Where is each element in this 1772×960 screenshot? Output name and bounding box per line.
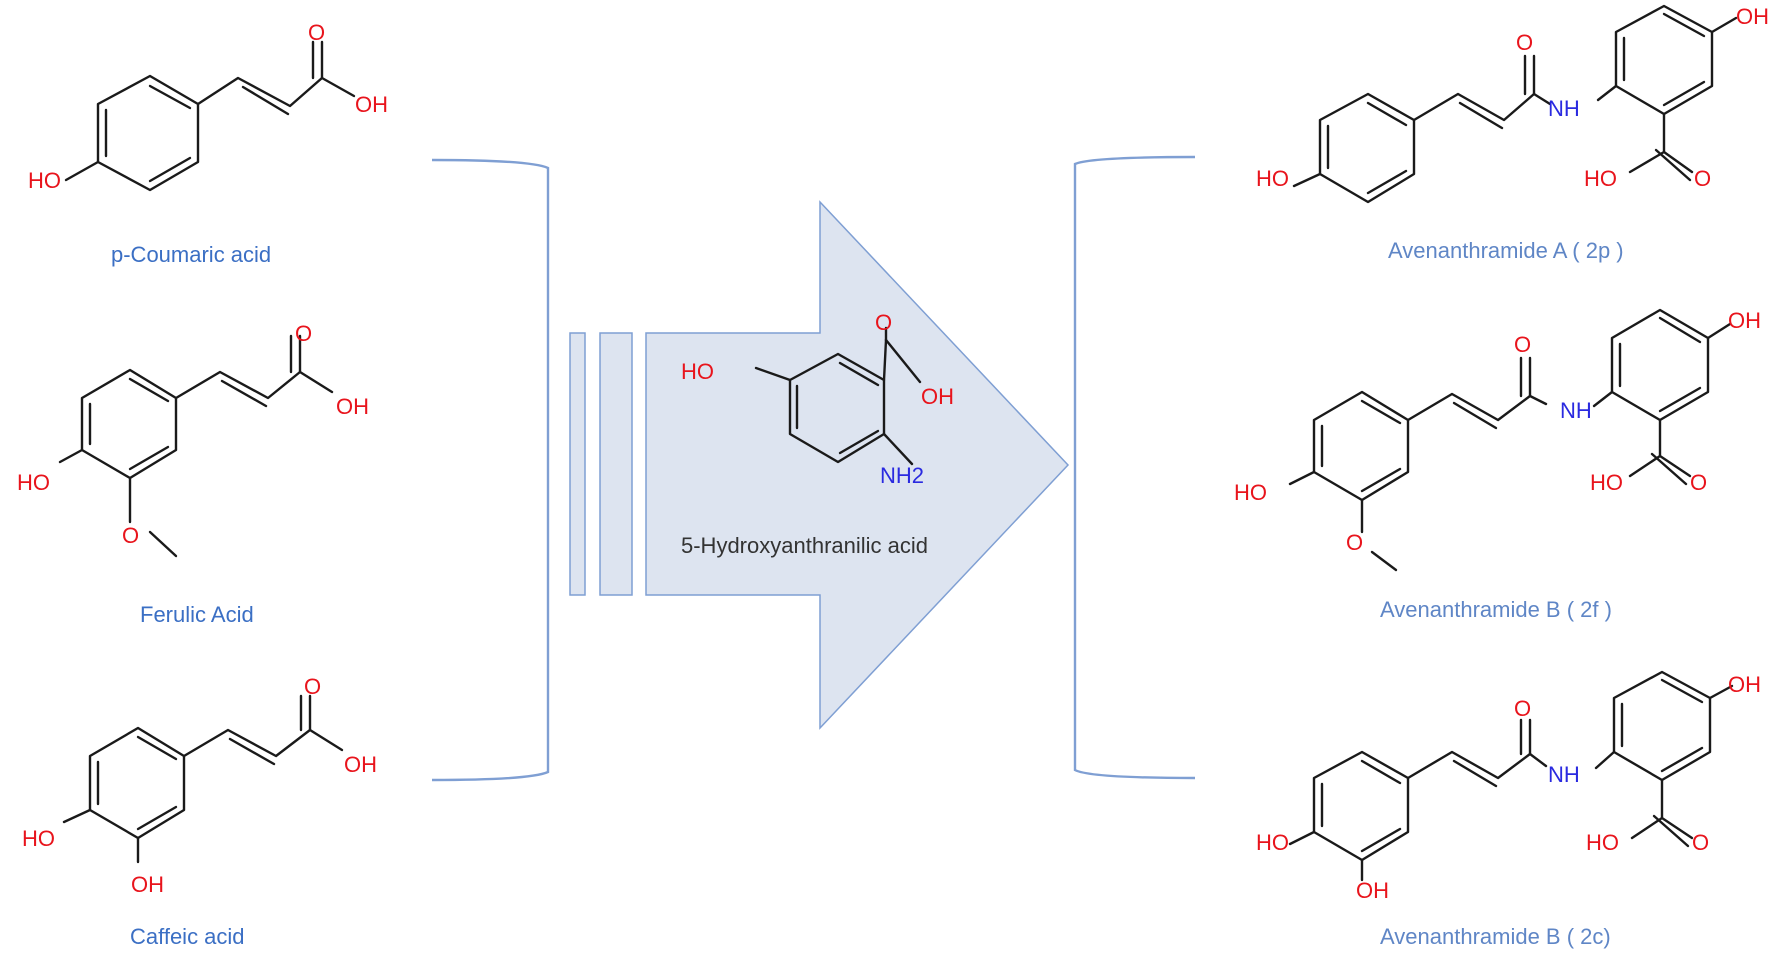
reactant-1-structure: O OH HO xyxy=(28,20,388,193)
atom-oh-2: OH xyxy=(1356,878,1389,903)
atom-ho: HO xyxy=(17,470,50,495)
atom-o-carbonyl: O xyxy=(1694,166,1711,191)
reactant-2-name: Ferulic Acid xyxy=(140,602,254,627)
atom-ho: HO xyxy=(681,359,714,384)
atom-ho-ring: HO xyxy=(1234,480,1267,505)
atom-ho: HO xyxy=(1590,470,1623,495)
atom-nh: NH xyxy=(1548,96,1580,121)
atom-ho-ring: HO xyxy=(1256,830,1289,855)
atom-oh: OH xyxy=(1728,308,1761,333)
atom-ho-ring: HO xyxy=(1256,166,1289,191)
product-3-name: Avenanthramide B ( 2c) xyxy=(1380,924,1611,949)
reactant-1-name: p-Coumaric acid xyxy=(111,242,271,267)
product-2-name: Avenanthramide B ( 2f ) xyxy=(1380,597,1612,622)
product-1-structure: O NH OH HO O HO xyxy=(1256,4,1769,204)
arrow-stripe-2 xyxy=(599,332,633,596)
arrow-stripe-1 xyxy=(569,332,586,596)
atom-nh: NH xyxy=(1560,398,1592,423)
atom-oh: OH xyxy=(1736,4,1769,29)
atom-o: O xyxy=(1514,332,1531,357)
product-2-structure: O NH OH HO O HO O xyxy=(1234,308,1761,572)
atom-ho: HO xyxy=(1586,830,1619,855)
atom-oh: OH xyxy=(921,384,954,409)
atom-o: O xyxy=(308,20,325,45)
product-bracket xyxy=(1073,155,1196,780)
atom-oh: OH xyxy=(336,394,369,419)
reagent-name: 5-Hydroxyanthranilic acid xyxy=(681,533,928,558)
atom-nh2: NH2 xyxy=(880,463,924,488)
reactant-3-name: Caffeic acid xyxy=(130,924,245,949)
atom-oh: OH xyxy=(1728,672,1761,697)
atom-oh-2: OH xyxy=(131,872,164,897)
atom-ho: HO xyxy=(1584,166,1617,191)
atom-ho: HO xyxy=(22,826,55,851)
product-3-structure: O NH OH HO O HO OH xyxy=(1256,670,1761,903)
atom-o: O xyxy=(295,321,312,346)
atom-o-carbonyl: O xyxy=(1690,470,1707,495)
atom-o-carbonyl: O xyxy=(1692,830,1709,855)
arrow-body xyxy=(645,200,1070,730)
atom-o: O xyxy=(1514,696,1531,721)
atom-o: O xyxy=(875,310,892,335)
reaction-arrow xyxy=(569,200,1070,730)
atom-oh: OH xyxy=(355,92,388,117)
atom-o: O xyxy=(304,674,321,699)
reagent-structure: O OH HO NH2 xyxy=(681,310,954,488)
reactant-2-structure: O OH HO O xyxy=(17,321,369,558)
atom-o: O xyxy=(1516,30,1533,55)
reactant-3-structure: O OH HO OH xyxy=(22,674,377,897)
atom-o-methoxy: O xyxy=(1346,530,1363,555)
product-1-name: Avenanthramide A ( 2p ) xyxy=(1388,238,1624,263)
reactant-bracket xyxy=(431,158,550,782)
atom-oh: OH xyxy=(344,752,377,777)
atom-nh: NH xyxy=(1548,762,1580,787)
atom-ho: HO xyxy=(28,168,61,193)
atom-o-methoxy: O xyxy=(122,523,139,548)
